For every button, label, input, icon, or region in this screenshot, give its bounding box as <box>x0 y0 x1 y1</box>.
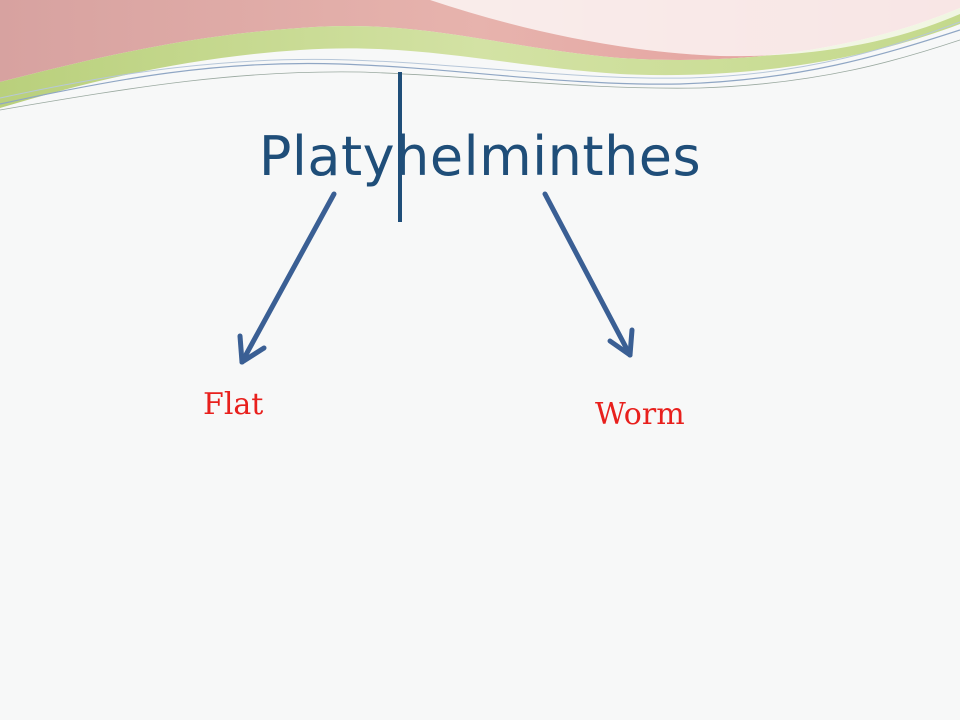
left-arrow <box>237 191 337 365</box>
banner-line-3 <box>0 39 960 111</box>
banner-line-2 <box>0 21 960 99</box>
slide-title: Platyhelminthes <box>258 125 702 188</box>
right-arrow <box>542 191 635 358</box>
banner-white-swoosh <box>430 0 960 57</box>
header-banner <box>0 0 960 111</box>
banner-line-1 <box>0 29 960 105</box>
label-worm: Worm <box>595 397 685 432</box>
label-flat: Flat <box>203 387 264 422</box>
banner-green-wave <box>0 8 960 108</box>
